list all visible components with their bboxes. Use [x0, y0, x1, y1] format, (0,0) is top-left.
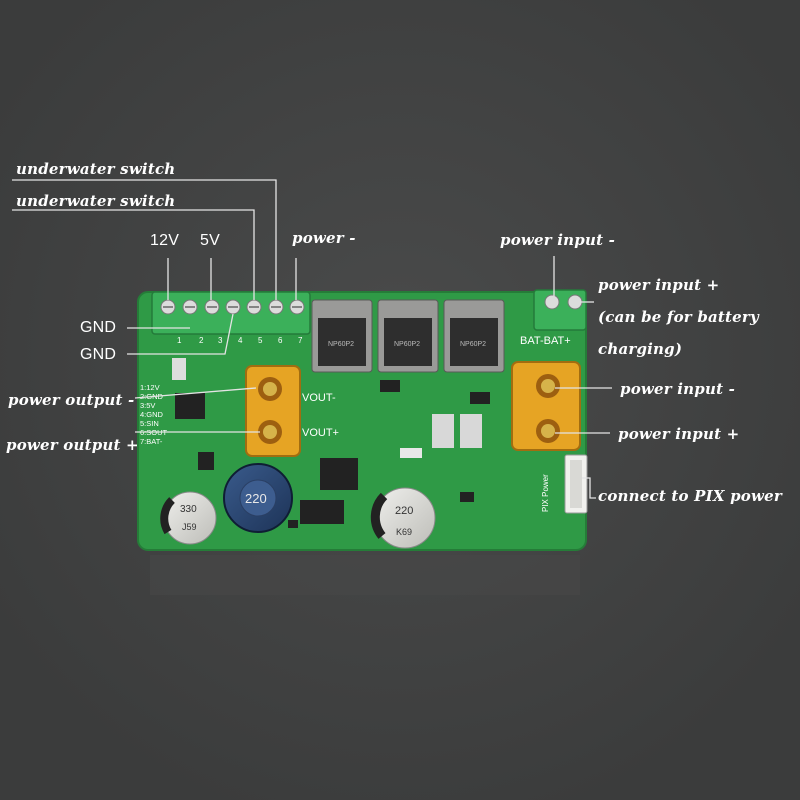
svg-text:1:12V: 1:12V [140, 383, 160, 392]
svg-text:220: 220 [245, 491, 267, 506]
smd-components [172, 358, 490, 528]
pix-power-connector [564, 454, 588, 514]
vout-plus-silk: VOUT+ [302, 427, 339, 439]
pin-number: 2 [199, 336, 204, 345]
mosfets: NP60P2 NP60P2 NP60P2 [311, 299, 505, 373]
pin-number: 7 [298, 336, 303, 345]
svg-text:3:5V: 3:5V [140, 401, 155, 410]
label-power-output-minus: power output - [8, 391, 135, 409]
svg-text:4:GND: 4:GND [140, 410, 164, 419]
svg-text:220: 220 [395, 505, 413, 517]
label-pix-power: connect to PIX power [598, 487, 782, 505]
pin-number: 4 [238, 336, 243, 345]
capacitor-left: 330 J59 [160, 491, 217, 545]
svg-text:NP60P2: NP60P2 [328, 341, 354, 348]
label-underwater-switch-1: underwater switch [16, 160, 176, 178]
label-12v: 12V [150, 232, 180, 249]
svg-text:7:BAT-: 7:BAT- [140, 437, 163, 446]
label-power-minus: power - [292, 229, 356, 247]
label-5v: 5V [200, 232, 220, 249]
label-power-input-plus-right: power input + [618, 425, 740, 443]
screw-terminal-block [151, 291, 311, 335]
svg-text:5:SIN: 5:SIN [140, 419, 159, 428]
capacitor-blue: 220 [223, 463, 293, 533]
xt60-output-connector [245, 365, 301, 457]
capacitor-right: 220 K69 [370, 487, 436, 549]
svg-text:330: 330 [180, 504, 197, 515]
pin-number: 3 [218, 336, 223, 345]
vout-minus-silk: VOUT- [302, 392, 336, 404]
xt60-input-connector [511, 361, 581, 451]
label-underwater-switch-2: underwater switch [16, 192, 176, 210]
label-gnd-1: GND [80, 319, 117, 336]
pin-numbers: 1 2 3 4 5 6 7 [177, 336, 303, 345]
label-power-input-minus-top: power input - [500, 231, 616, 249]
battery-screw-terminal [533, 289, 587, 331]
pin-number: 1 [177, 336, 182, 345]
svg-text:J59: J59 [182, 522, 197, 532]
label-power-output-plus: power output + [6, 436, 139, 454]
pin-number: 5 [258, 336, 263, 345]
svg-text:NP60P2: NP60P2 [460, 341, 486, 348]
label-battery-note-1: (can be for battery [598, 308, 759, 326]
label-gnd-2: GND [80, 346, 117, 363]
svg-text:K69: K69 [396, 527, 412, 537]
leader-lines [12, 179, 612, 499]
label-power-input-minus-right: power input - [620, 380, 736, 398]
pin-number: 6 [278, 336, 283, 345]
pix-power-silk: PIX Power [541, 474, 550, 512]
board-reflection [150, 555, 580, 595]
bat-silk: BAT-BAT+ [520, 335, 571, 347]
label-power-input-plus-top: power input + [598, 276, 720, 294]
svg-text:NP60P2: NP60P2 [394, 341, 420, 348]
label-battery-note-2: charging) [598, 340, 683, 358]
